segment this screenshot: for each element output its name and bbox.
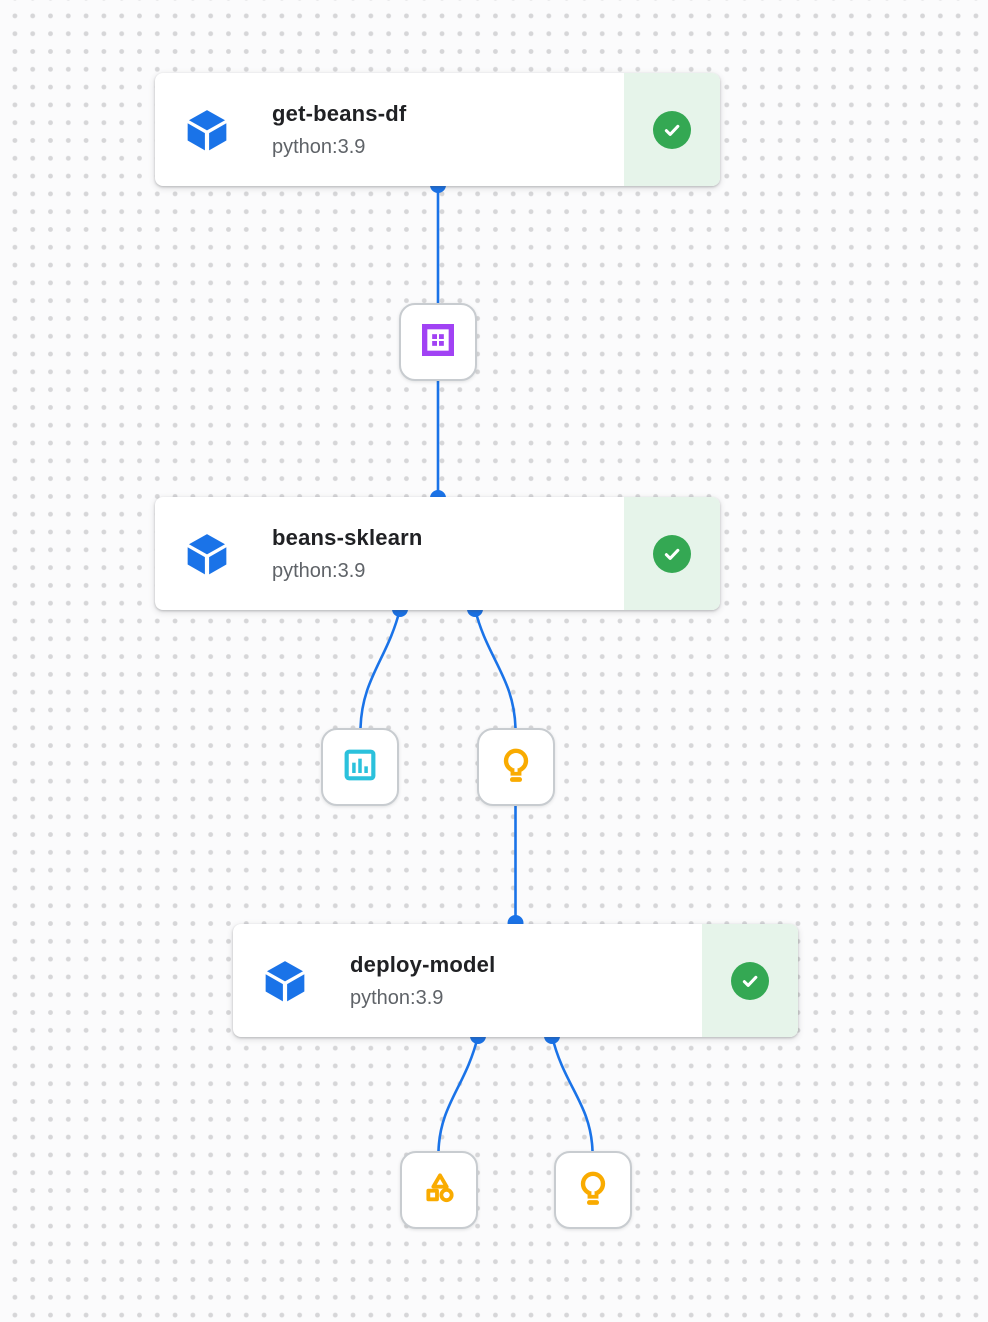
component-cube-icon <box>184 107 230 153</box>
status-section <box>702 924 798 1037</box>
task-subtitle: python:3.9 <box>272 559 366 582</box>
dataset-icon <box>418 320 458 365</box>
edge-beans-sklearn-to-model <box>473 608 517 729</box>
check-circle-icon <box>731 961 769 1000</box>
edge-deploy-model-to-artifact <box>437 1035 480 1152</box>
component-cube-icon <box>184 531 230 577</box>
artifact-node-model[interactable] <box>554 1151 632 1229</box>
edge-deploy-model-to-model <box>550 1035 594 1152</box>
artifact-node-metrics[interactable] <box>321 728 399 806</box>
task-title: beans-sklearn <box>272 524 423 550</box>
task-title: get-beans-df <box>272 100 407 126</box>
task-title: deploy-model <box>350 951 496 977</box>
model-lightbulb-icon <box>495 744 537 791</box>
task-subtitle: python:3.9 <box>350 986 444 1009</box>
metrics-icon <box>340 745 380 790</box>
status-section <box>624 497 720 610</box>
check-circle-icon <box>653 110 691 149</box>
model-lightbulb-icon <box>572 1167 614 1214</box>
edge-beans-sklearn-to-metrics <box>359 608 402 729</box>
artifact-node-generic[interactable] <box>400 1151 478 1229</box>
task-node-deploy-model[interactable]: deploy-model python:3.9 <box>233 924 798 1037</box>
artifact-shapes-icon <box>419 1168 459 1213</box>
artifact-node-dataset[interactable] <box>399 303 477 381</box>
task-subtitle: python:3.9 <box>272 135 366 158</box>
task-node-beans-sklearn[interactable]: beans-sklearn python:3.9 <box>155 497 720 610</box>
artifact-node-model[interactable] <box>477 728 555 806</box>
status-section <box>624 73 720 186</box>
component-cube-icon <box>262 958 308 1004</box>
task-node-get-beans-df[interactable]: get-beans-df python:3.9 <box>155 73 720 186</box>
check-circle-icon <box>653 534 691 573</box>
